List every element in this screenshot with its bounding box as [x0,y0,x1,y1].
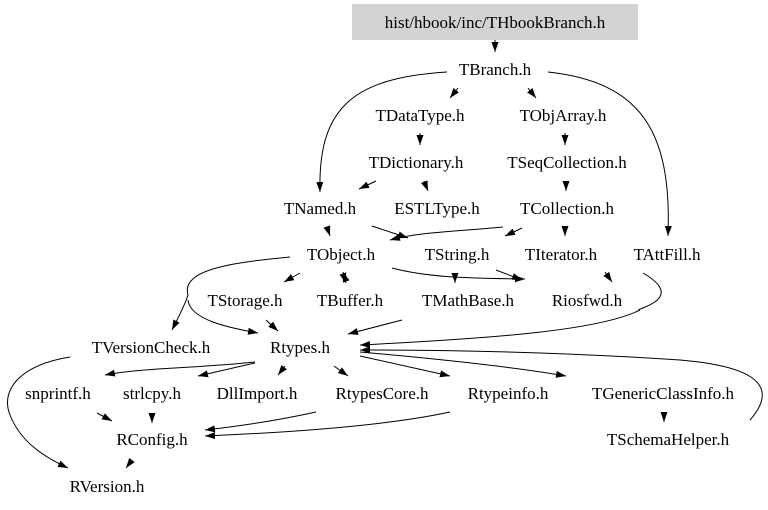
node-root[interactable]: hist/hbook/inc/THbookBranch.h [385,13,606,32]
edge-rtypes-rtypeinfo [359,355,451,378]
node-tbranch[interactable]: TBranch.h [459,60,532,79]
edge-tdictionary-estltype [421,180,429,192]
root-node-box [352,4,638,40]
edge-tmathbase-rtypes [347,319,403,335]
node-tstring[interactable]: TString.h [425,245,490,264]
edge-rtypes-dllimport [277,364,287,376]
edge-rtypescore-rconfig [204,411,317,433]
edge-tstring-riosfwd [495,269,523,281]
edge-tattfill-rtypes [359,272,662,348]
edge-tobject-tversioncheck [171,256,291,331]
node-tobjarray[interactable]: TObjArray.h [520,106,607,125]
node-tbuffer[interactable]: TBuffer.h [317,291,384,310]
node-tobject[interactable]: TObject.h [307,245,376,264]
node-tdatatype[interactable]: TDataType.h [376,106,465,125]
node-rtypescore[interactable]: RtypesCore.h [335,384,429,403]
edge-tnamed-tstring [371,225,409,239]
edge-rconfig-rversion [125,457,135,469]
node-tcollection[interactable]: TCollection.h [520,199,614,218]
node-riosfwd[interactable]: Riosfwd.h [552,291,623,310]
edge-tobject-tstorage [283,272,301,283]
edge-rtypes-snprintf [104,361,256,377]
edge-tbranch-tnamed [316,71,448,193]
nodes-layer: hist/hbook/inc/THbookBranch.h TBranch.h … [25,4,735,496]
node-snprintf[interactable]: snprintf.h [25,384,91,403]
node-estltype[interactable]: ESTLType.h [394,199,480,218]
node-tstorage[interactable]: TStorage.h [207,291,283,310]
node-titerator[interactable]: TIterator.h [525,245,598,264]
node-rversion[interactable]: RVersion.h [70,477,145,496]
edge-tobject-rtypes [187,299,259,335]
node-tmathbase[interactable]: TMathBase.h [422,291,515,310]
node-rconfig[interactable]: RConfig.h [116,430,188,449]
node-tschemahelper[interactable]: TSchemaHelper.h [607,430,730,449]
edge-tversioncheck-rversion [7,356,71,469]
node-rtypes[interactable]: Rtypes.h [270,338,330,357]
node-tseqcollection[interactable]: TSeqCollection.h [507,153,627,172]
edge-tcollection-tobject [389,226,504,241]
node-rtypeinfo[interactable]: Rtypeinfo.h [468,384,549,403]
edge-tbranch-tdatatype [449,87,459,99]
edge-rtypes-rtypescore [333,365,349,377]
edge-tbuffer-tobject [342,271,350,283]
edge-tstorage-rtypes [265,319,279,332]
node-tversioncheck[interactable]: TVersionCheck.h [92,338,211,357]
edge-tdictionary-tnamed [358,180,377,190]
edge-tcollection-tstring [504,227,523,237]
edge-tbranch-tattfill [547,71,672,237]
edge-rtypes-strlcpy [197,362,256,378]
edge-rtypeinfo-rconfig [204,411,451,440]
edges-layer [7,40,763,469]
node-dllimport[interactable]: DllImport.h [217,384,298,403]
edge-tbranch-tobjarray [527,87,537,99]
edge-snprintf-rconfig [96,412,113,422]
node-strlcpy[interactable]: strlcpy.h [123,384,181,403]
node-tgenericclassinfo[interactable]: TGenericClassInfo.h [592,384,735,403]
edge-rtypes-tgenericclassinfo [359,351,567,378]
edge-tnamed-tobject [323,225,331,237]
node-tnamed[interactable]: TNamed.h [284,199,357,218]
edge-tschemahelper-rtypes [359,346,763,421]
node-tattfill[interactable]: TAttFill.h [633,245,701,264]
node-tdictionary[interactable]: TDictionary.h [369,153,464,172]
edge-tattfill-riosfwd [603,271,613,283]
